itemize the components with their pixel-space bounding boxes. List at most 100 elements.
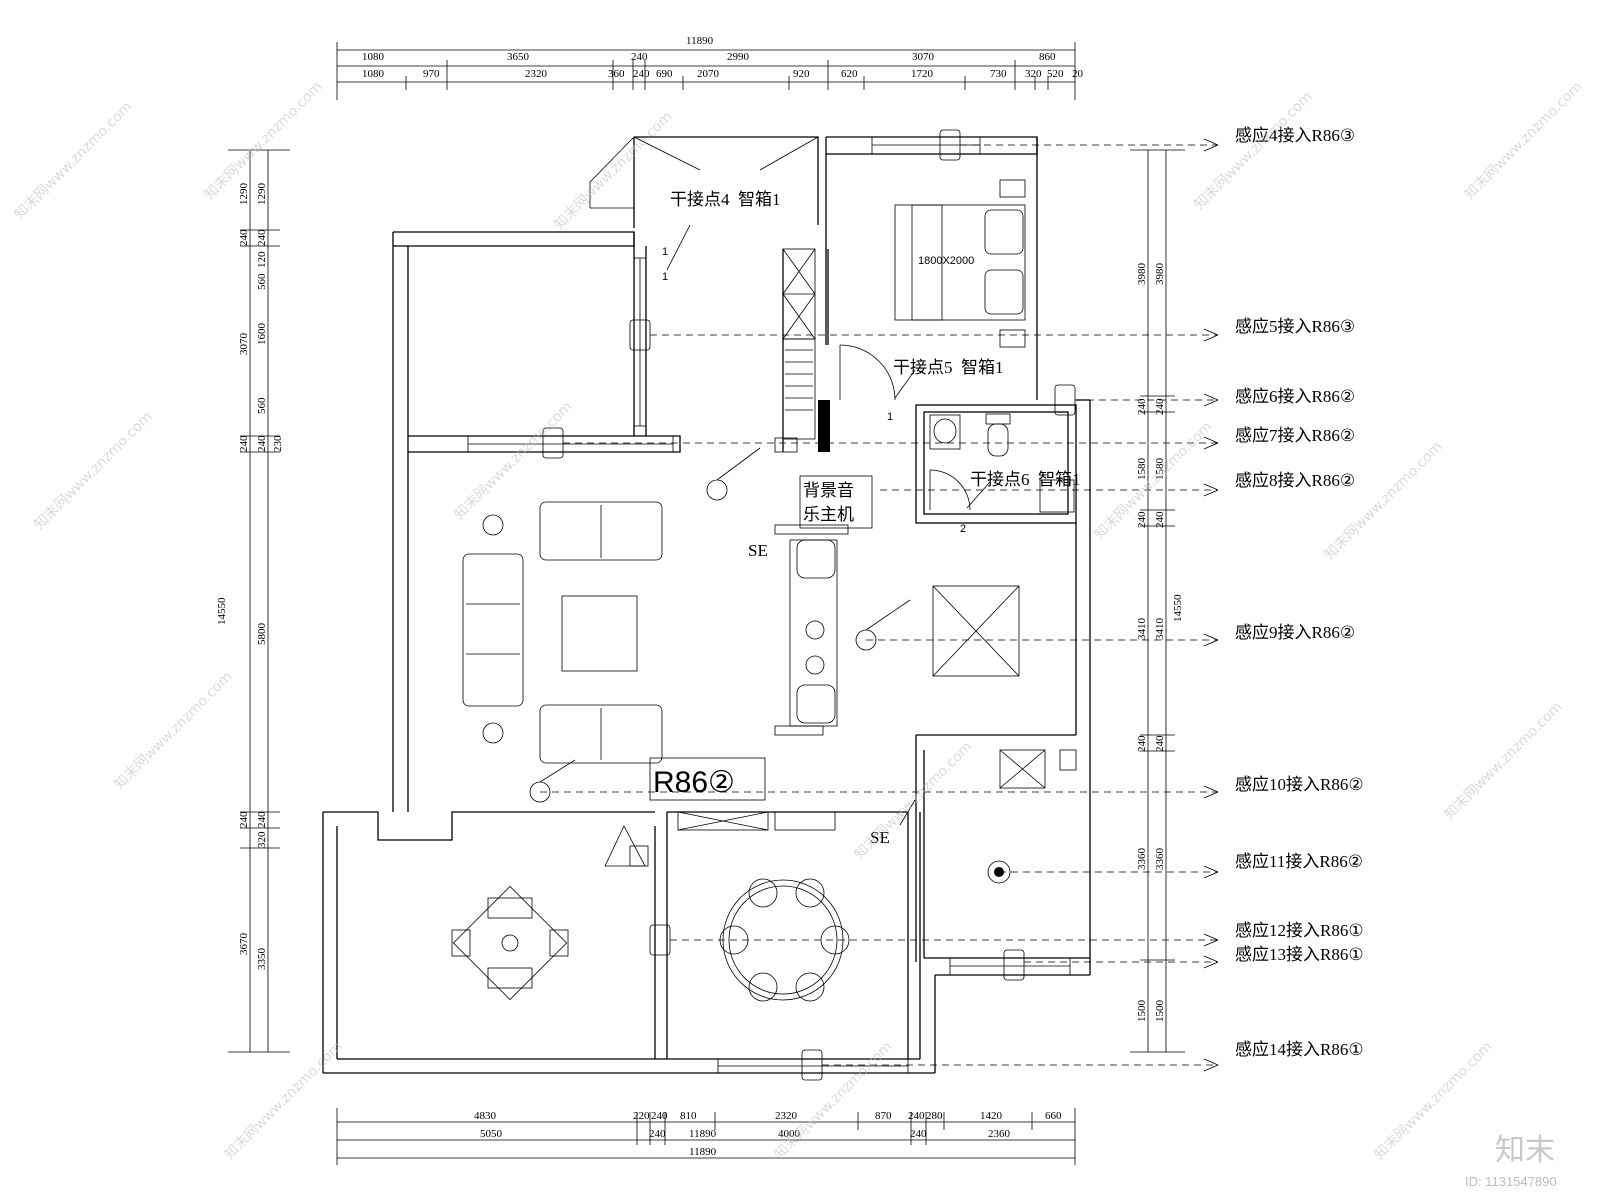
brand-id: ID: 1131547890 xyxy=(1465,1174,1557,1189)
dim-bottom-1: 4830 xyxy=(474,1110,497,1122)
dim-right-outer: 1580 xyxy=(1154,458,1166,481)
sensor-label: 感应8接入R86② xyxy=(1235,471,1355,490)
sensor-icon xyxy=(1003,949,1025,981)
sensor-label: 感应9接入R86② xyxy=(1235,623,1355,642)
dim-bottom-1: 220 xyxy=(633,1110,650,1122)
column-block xyxy=(818,400,830,452)
dim-top-1: 3650 xyxy=(507,51,530,63)
dim-top-2: 1080 xyxy=(362,68,385,80)
dim-bottom-1: 660 xyxy=(1045,1110,1062,1122)
music-host-label: 乐主机 xyxy=(803,505,854,524)
dim-top-1: 240 xyxy=(631,51,648,63)
dim-left-inner: 240 xyxy=(256,435,268,452)
dim-top-2: 2070 xyxy=(697,68,720,80)
dim-left: 3070 xyxy=(238,333,250,356)
right-dimension-chain: 3980 240 1580 240 3410 240 3360 1500 398… xyxy=(1130,149,1185,1053)
sensor-label-list: 感应4接入R86③ 感应5接入R86③ 感应6接入R86② 感应7接入R86② … xyxy=(1235,126,1364,1059)
dim-top-2: 240 xyxy=(633,68,650,80)
dim-bottom-2: 240 xyxy=(649,1128,666,1140)
sensor-label: 感应11接入R86② xyxy=(1235,852,1363,871)
dim-top-2: 970 xyxy=(423,68,440,80)
se-label: SE xyxy=(748,541,768,560)
dim-right-outer: 240 xyxy=(1154,398,1166,415)
dim-right: 240 xyxy=(1136,735,1148,752)
dim-top-2: 920 xyxy=(793,68,810,80)
watermark: 知末网www.znzmo.com xyxy=(551,108,676,233)
dim-left: 14550 xyxy=(216,597,228,625)
dim-left-inner: 560 xyxy=(256,397,268,414)
dry-contact-6-label: 干接点6 智箱1 xyxy=(970,470,1081,489)
dim-top-total: 11890 xyxy=(686,35,714,47)
sensor-label: 感应7接入R86② xyxy=(1235,426,1355,445)
sensor-label: 感应13接入R86① xyxy=(1235,945,1364,964)
walls xyxy=(322,136,1091,1074)
dim-left: 240 xyxy=(238,229,250,246)
dim-bottom-2: 4000 xyxy=(778,1128,801,1140)
dim-right-outer: 3410 xyxy=(1154,618,1166,641)
left-dimension-chain: 1290 240 3070 240 14550 240 3670 1290 24… xyxy=(216,149,290,1053)
switch-number: 1 xyxy=(662,246,668,258)
leader-lines xyxy=(540,138,1219,1072)
dry-contact-5-label: 干接点5 智箱1 xyxy=(893,358,1004,377)
sensor-icon xyxy=(1054,384,1076,416)
dim-top-2: 690 xyxy=(656,68,673,80)
music-host-label: 背景音 xyxy=(803,481,854,500)
dim-right-outer: 240 xyxy=(1154,735,1166,752)
dim-left-inner: 240 xyxy=(256,811,268,828)
bottom-dimension-chain: 4830 220 240 810 2320 870 240 280 1420 6… xyxy=(336,1108,1076,1165)
dim-top-2: 620 xyxy=(841,68,858,80)
watermark: 知末网www.znzmo.com xyxy=(851,738,976,863)
sensor-label: 感应6接入R86② xyxy=(1235,387,1355,406)
sensor-label: 感应4接入R86③ xyxy=(1235,126,1355,145)
dim-right: 3360 xyxy=(1136,848,1148,871)
dim-left-inner: 5800 xyxy=(256,623,268,646)
dim-top-1: 860 xyxy=(1039,51,1056,63)
sensor-label: 感应14接入R86① xyxy=(1235,1040,1364,1059)
sensor-icon xyxy=(801,1049,823,1081)
dim-left-inner: 320 xyxy=(256,831,268,848)
dim-bottom-2: 240 xyxy=(910,1128,927,1140)
watermark: 知末网www.znzmo.com xyxy=(31,408,156,533)
bed-size-label: 1800X2000 xyxy=(918,255,974,267)
dim-bottom-2: 11890 xyxy=(689,1128,717,1140)
dim-bottom-1: 280 xyxy=(926,1110,943,1122)
dim-left: 3670 xyxy=(238,933,250,956)
doors-switches: 1 1 1 2 xyxy=(662,224,991,826)
living-furniture xyxy=(462,501,1020,764)
r86-label: R86② xyxy=(653,766,735,799)
dim-right: 240 xyxy=(1136,511,1148,528)
watermark: 知末网www.znzmo.com xyxy=(451,398,576,523)
dim-bottom-1: 2320 xyxy=(775,1110,798,1122)
dim-left-inner: 560 xyxy=(256,273,268,290)
dim-left-inner: 240 xyxy=(256,229,268,246)
watermark: 知末网www.znzmo.com xyxy=(1321,438,1446,563)
dim-left-inner: 120 xyxy=(256,251,268,268)
light-fixture-icon xyxy=(706,479,728,501)
dim-right: 3980 xyxy=(1136,263,1148,286)
switch-number: 1 xyxy=(887,411,893,423)
dim-top-2: 320 xyxy=(1025,68,1042,80)
dim-left: 1290 xyxy=(238,183,250,206)
dim-right-outer: 3980 xyxy=(1154,263,1166,286)
watermark: 知末网www.znzmo.com xyxy=(1191,88,1316,213)
dim-top-2: 730 xyxy=(990,68,1007,80)
dim-bottom-1: 810 xyxy=(680,1110,697,1122)
dim-left: 240 xyxy=(238,811,250,828)
sensor-label: 感应12接入R86① xyxy=(1235,921,1364,940)
switch-number: 2 xyxy=(960,523,966,535)
dim-top-1: 3070 xyxy=(912,51,935,63)
watermark: 知末网www.znzmo.com xyxy=(11,98,136,223)
brand-logo: 知末 xyxy=(1495,1133,1555,1168)
dry-contact-4-label: 干接点4 智箱1 xyxy=(670,190,781,209)
sensor-label: 感应5接入R86③ xyxy=(1235,317,1355,336)
watermark: 知末网www.znzmo.com xyxy=(221,1038,346,1163)
dim-top-2: 20 xyxy=(1072,68,1084,80)
windows xyxy=(467,136,1071,1074)
dim-top-1: 2990 xyxy=(727,51,750,63)
dim-bottom-1: 240 xyxy=(651,1110,668,1122)
dim-right: 3410 xyxy=(1136,618,1148,641)
watermark: 知末网www.znzmo.com xyxy=(1441,698,1566,823)
dining-furniture xyxy=(451,825,1011,1002)
dim-right-outer: 3360 xyxy=(1154,848,1166,871)
dim-bottom-1: 870 xyxy=(875,1110,892,1122)
